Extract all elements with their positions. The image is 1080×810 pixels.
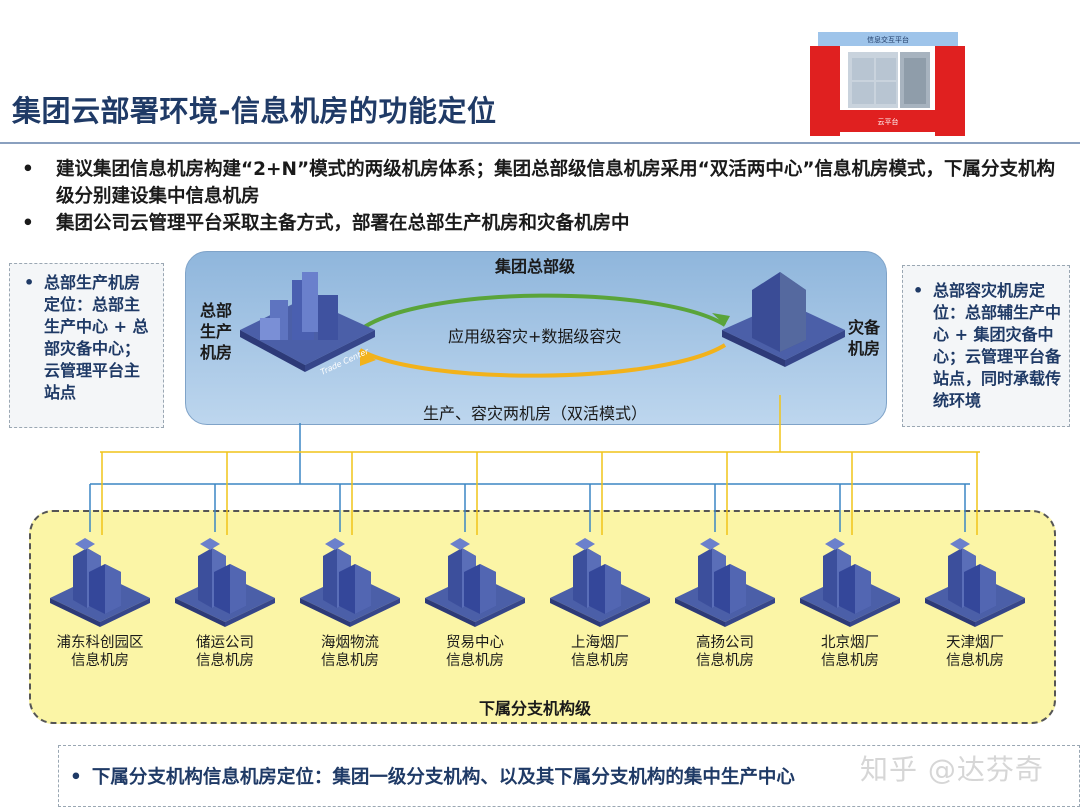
branch-datacenter-building-icon [920,528,1030,632]
prod-datacenter-building-icon [240,272,375,372]
branch-label: 天津烟厂信息机房 [915,634,1035,670]
branch-datacenter-building-icon [670,528,780,632]
arrow-head-icon [360,350,376,366]
branch-name: 浦东科创园区 [56,635,144,651]
branch-label: 贸易中心信息机房 [415,634,535,670]
branch-level-panel [29,510,1056,724]
hq-panel-title: 集团总部级 [495,257,576,276]
branch-name: 上海烟厂 [571,635,629,651]
platform-logo: 信息交互平台 云平台 [810,30,965,138]
branch-label: 北京烟厂信息机房 [790,634,910,670]
hq-center-text: 应用级容灾+数据级容灾 [448,327,622,346]
branch-name: 储运公司 [196,635,254,651]
branch-datacenter-building-icon [295,528,405,632]
branch-datacenter-building-icon [545,528,655,632]
sync-arrow-bottom [358,343,727,378]
watermark: 知乎 @达芬奇 [860,753,1044,786]
bottom-note-box [58,745,1080,807]
branch-label: 高扬公司信息机房 [665,634,785,670]
title-divider [0,142,1080,144]
branch-datacenter-building-icon [420,528,530,632]
prod-center-callout: • 总部生产机房定位：总部主生产中心 + 总部灾备中心；云管理平台主站点 [9,263,164,428]
logo-bottom-text: 云平台 [878,117,899,126]
branch-name: 海烟物流 [321,635,379,651]
prod-callout-text: 总部生产机房定位：总部主生产中心 + 总部灾备中心；云管理平台主站点 [44,273,149,402]
branch-room-label: 信息机房 [196,653,254,669]
arrow-head-icon [712,313,730,325]
branch-datacenter-building-icon [45,528,155,632]
bullet-list: 建议集团信息机房构建“2+N”模式的两级机房体系；集团总部级信息机房采用“双活两… [22,156,1067,237]
branch-label: 海烟物流信息机房 [290,634,410,670]
page-title: 集团云部署环境-信息机房的功能定位 [12,94,497,128]
bottom-note: • 下属分支机构信息机房定位：集团一级分支机构、以及其下属分支机构的集中生产中心 [70,763,795,789]
bullet-dot: • [913,281,924,300]
branch-name: 北京烟厂 [821,635,879,651]
prod-center-label: 总部 生产 机房 [200,301,233,362]
dr-center-label: 灾备 机房 [848,318,881,358]
branch-room-label: 信息机房 [946,653,1004,669]
bullet-item: 建议集团信息机房构建“2+N”模式的两级机房体系；集团总部级信息机房采用“双活两… [22,156,1067,210]
branch-label: 储运公司信息机房 [165,634,285,670]
branch-panel-title: 下属分支机构级 [479,699,592,718]
branch-room-label: 信息机房 [821,653,879,669]
dr-datacenter-building-icon [722,272,845,367]
branch-room-label: 信息机房 [446,653,504,669]
hq-bottom-text: 生产、容灾两机房（双活模式） [423,404,648,423]
logo-top-text: 信息交互平台 [867,35,909,44]
bullet-dot: • [24,273,35,292]
branch-datacenter-building-icon [795,528,905,632]
bullet-item: 集团公司云管理平台采取主备方式，部署在总部生产机房和灾备机房中 [22,210,1067,237]
branch-room-label: 信息机房 [571,653,629,669]
branch-label: 上海烟厂信息机房 [540,634,660,670]
branch-name: 贸易中心 [446,635,504,651]
bullet-dot: • [70,767,82,788]
branch-room-label: 信息机房 [696,653,754,669]
branch-room-label: 信息机房 [71,653,129,669]
branch-datacenter-building-icon [170,528,280,632]
dr-center-callout: • 总部容灾机房定位：总部辅生产中心 + 集团灾备中心；云管理平台备站点，同时承… [902,265,1070,427]
bottom-note-text: 下属分支机构信息机房定位：集团一级分支机构、以及其下属分支机构的集中生产中心 [91,767,795,788]
branch-name: 高扬公司 [696,635,754,651]
branch-label: 浦东科创园区信息机房 [40,634,160,670]
branch-name: 天津烟厂 [946,635,1004,651]
sync-arrow-top [358,293,727,332]
branch-room-label: 信息机房 [321,653,379,669]
dr-callout-text: 总部容灾机房定位：总部辅生产中心 + 集团灾备中心；云管理平台备站点，同时承载传… [933,281,1062,410]
